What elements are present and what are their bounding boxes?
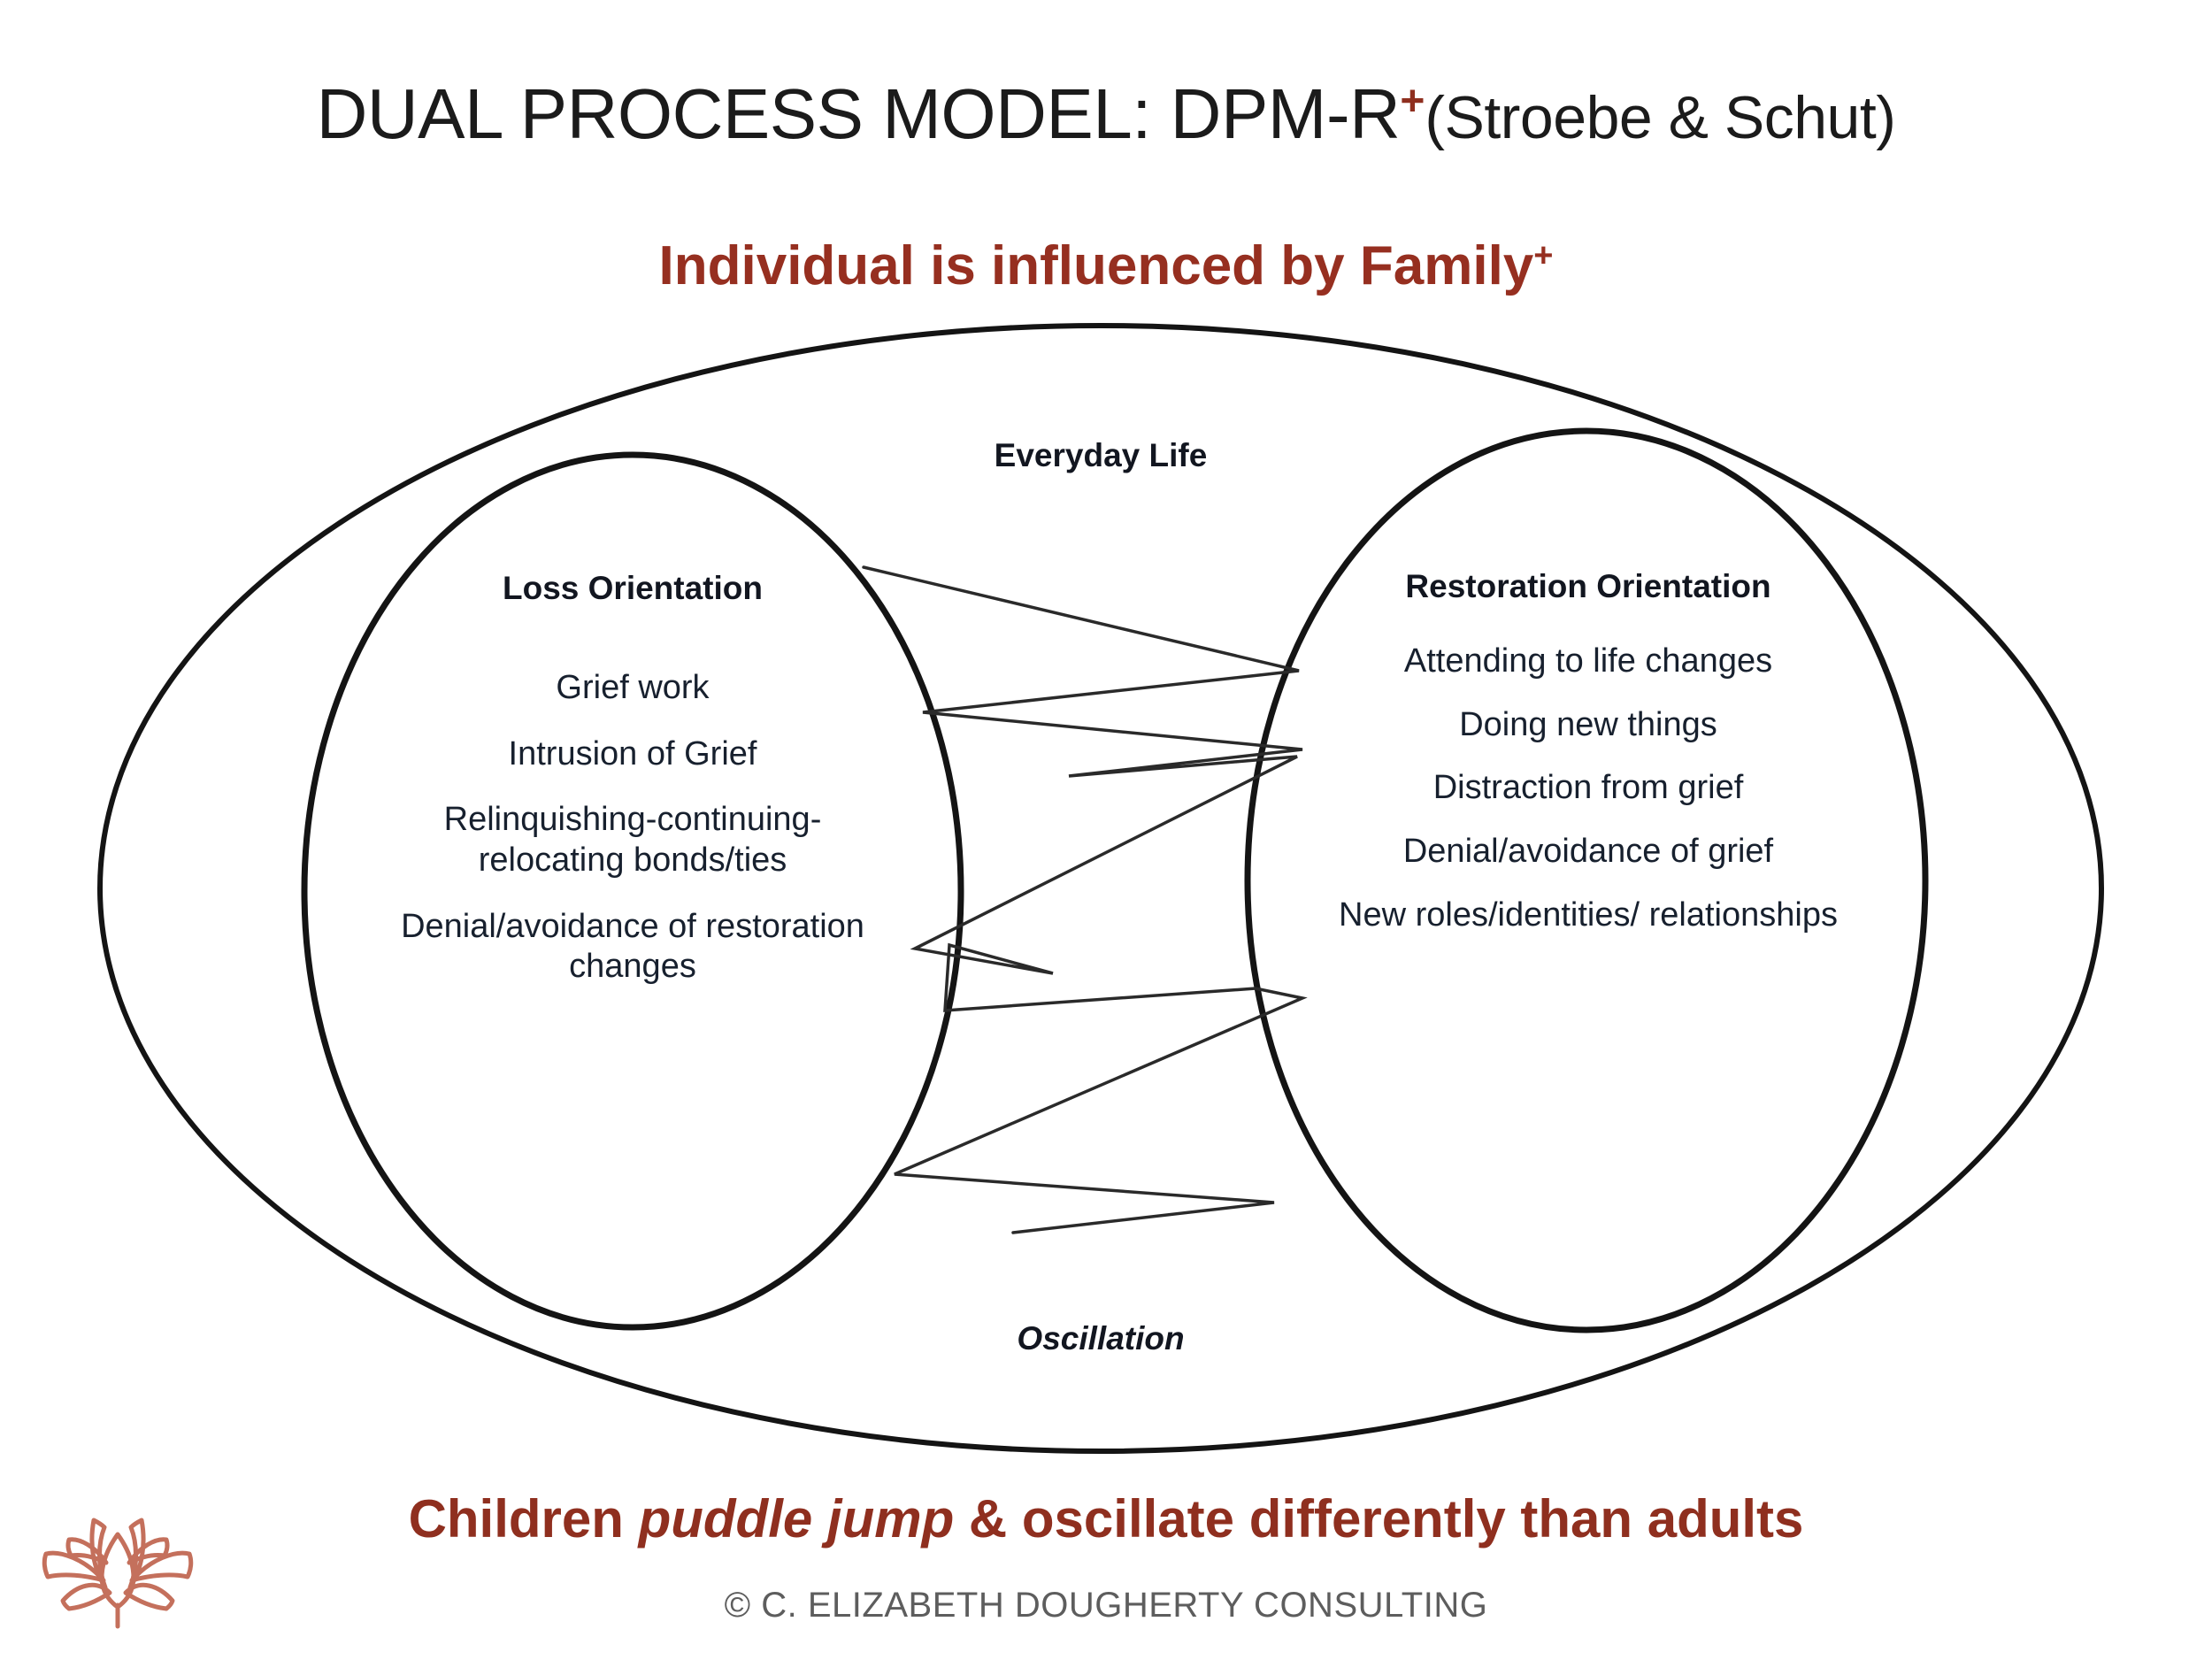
page-subtitle-text: Individual is influenced by Family (658, 235, 1534, 296)
page-title: DUAL PROCESS MODEL: DPM-R+(Stroebe & Sch… (0, 78, 2212, 150)
page-subtitle: Individual is influenced by Family+ (0, 234, 2212, 297)
footer-tagline-tail: & oscillate differently than adults (954, 1489, 1804, 1549)
restoration-orientation-heading: Restoration Orientation (1405, 568, 1771, 604)
footer-tagline-lead: Children (408, 1489, 639, 1549)
list-item: Grief work (556, 669, 710, 707)
restoration-orientation-panel: Restoration Orientation Attending to lif… (1327, 566, 1849, 958)
page-title-superscript: + (1400, 78, 1425, 125)
loss-orientation-item-list: Grief work Intrusion of Grief Relinquish… (380, 668, 885, 988)
list-item: Doing new things (1459, 705, 1717, 743)
footer-tagline: Children puddle jump & oscillate differe… (0, 1488, 2212, 1549)
list-item: Distraction from grief (1432, 769, 1744, 807)
list-item: Denial/avoidance of restoration changes (401, 907, 864, 986)
footer-tagline-emphasis: puddle jump (638, 1489, 955, 1549)
loss-orientation-panel: Loss Orientation Grief work Intrusion of… (380, 568, 885, 1013)
loss-orientation-heading: Loss Orientation (503, 570, 763, 606)
page-title-parenthetical: (Stroebe & Schut) (1425, 84, 1896, 151)
lotus-flower-icon (42, 1518, 194, 1629)
list-item: Relinquishing-continuing-relocating bond… (443, 801, 822, 879)
oscillation-zigzag-path (862, 565, 1308, 1234)
oscillation-label: Oscillation (1017, 1320, 1185, 1356)
copyright-notice: © C. ELIZABETH DOUGHERTY CONSULTING (724, 1586, 1488, 1625)
list-item: Intrusion of Grief (508, 734, 757, 772)
list-item: Denial/avoidance of grief (1402, 832, 1774, 870)
page-title-main: DUAL PROCESS MODEL: DPM-R (316, 74, 1401, 153)
list-item: New roles/identities/ relationships (1339, 895, 1838, 934)
everyday-life-label: Everyday Life (994, 437, 1208, 473)
page-subtitle-superscript: + (1533, 237, 1554, 274)
restoration-orientation-item-list: Attending to life changes Doing new thin… (1327, 642, 1849, 935)
list-item: Attending to life changes (1403, 642, 1773, 680)
